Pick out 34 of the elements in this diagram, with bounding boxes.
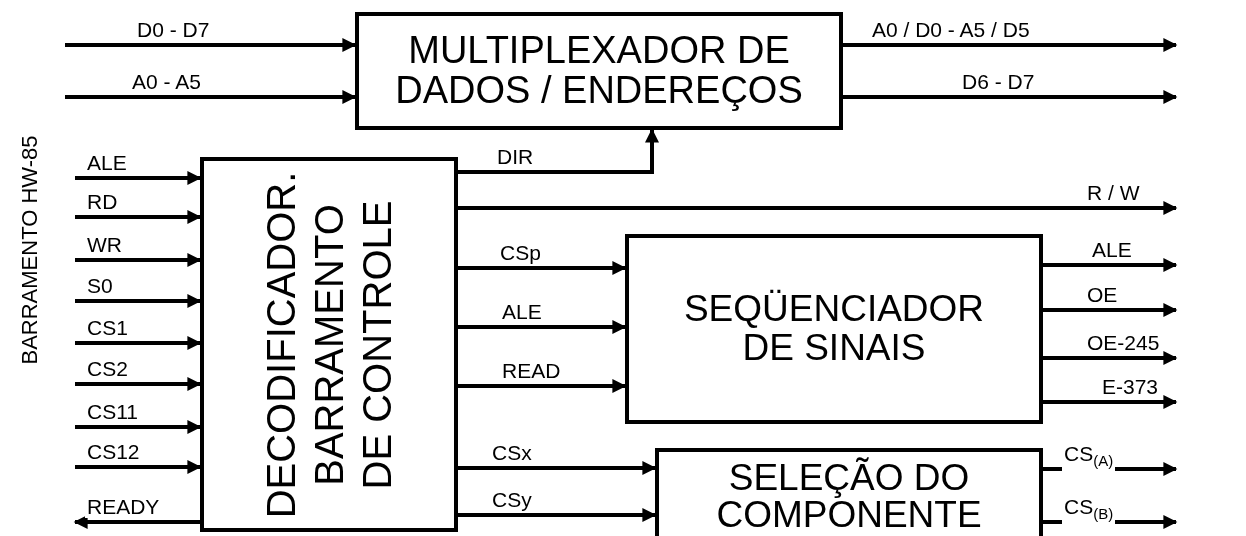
signal-arrow — [458, 320, 627, 334]
block-title: BARRAMENTO — [306, 202, 352, 488]
block-title: SEQÜENCIADOR DE SINAIS — [682, 290, 986, 368]
signal-arrow — [1043, 395, 1178, 409]
signal-arrow — [75, 253, 202, 267]
signal-arrow — [75, 420, 202, 434]
signal-arrow — [843, 90, 1178, 104]
signal-arrow — [65, 38, 357, 52]
signal-arrow — [1043, 351, 1178, 365]
signal-arrow — [75, 460, 202, 474]
block-box — [625, 234, 1043, 424]
signal-arrow — [1043, 258, 1178, 272]
signal-arrow — [458, 461, 657, 475]
signal-arrow — [75, 171, 202, 185]
block-box — [200, 157, 458, 532]
signal-arrow — [1043, 303, 1178, 317]
signal-arrow — [75, 336, 202, 350]
signal-arrow — [458, 128, 659, 174]
block-title: DE CONTROLE — [354, 199, 400, 491]
signal-arrow — [65, 90, 357, 104]
block-title: SELEÇÃO DO COMPONENTE — [715, 459, 983, 533]
signal-arrow — [75, 210, 202, 224]
signal-arrow — [73, 515, 200, 529]
signal-arrow — [458, 201, 1178, 215]
block-box — [655, 448, 1043, 536]
signal-arrow — [75, 377, 202, 391]
signal-arrow — [458, 379, 627, 393]
block-title: DECODIFICADOR. — [258, 171, 304, 518]
block-title: MULTIPLEXADOR DE DADOS / ENDEREÇOS — [394, 31, 804, 111]
block-box — [355, 12, 843, 130]
bus-label: BARRAMENTO HW-85 — [17, 135, 43, 365]
signal-arrow — [458, 508, 657, 522]
signal-arrow — [843, 38, 1178, 52]
signal-arrow — [458, 261, 627, 275]
